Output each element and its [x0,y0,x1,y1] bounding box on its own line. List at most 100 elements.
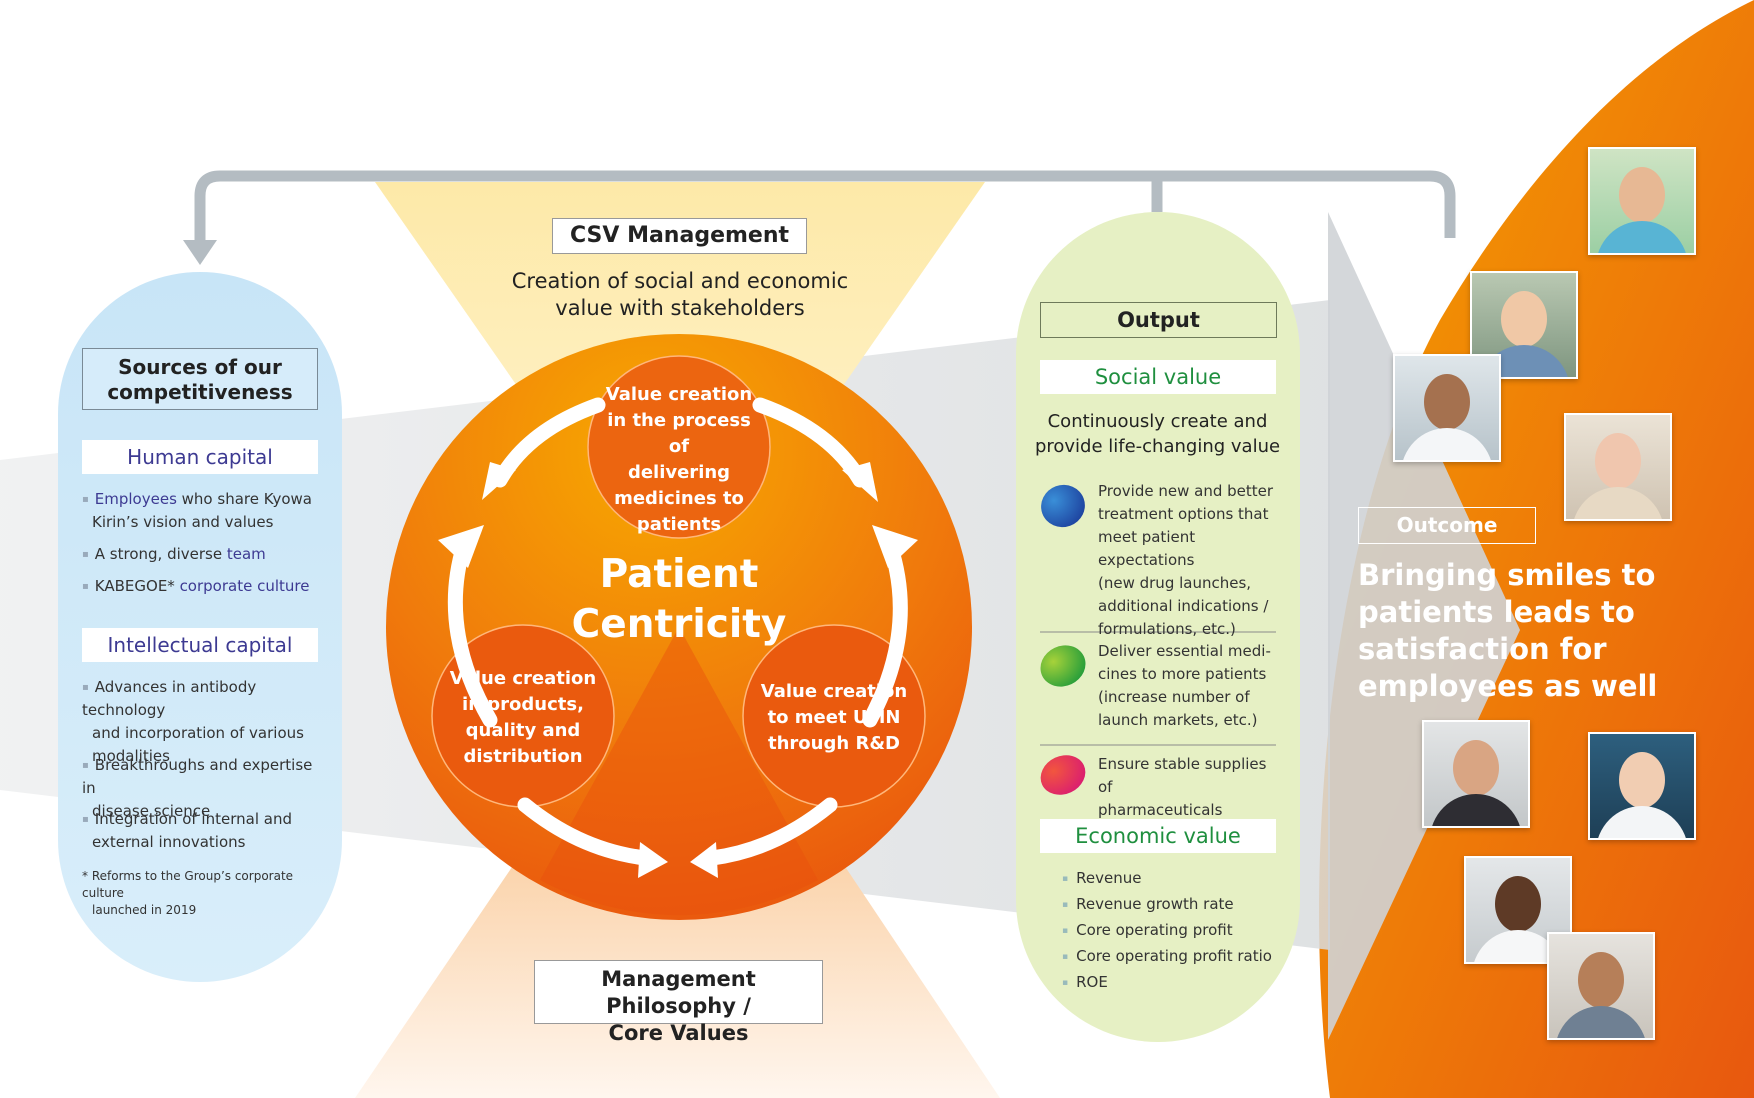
footnote-line1: Reforms to the Group’s corporate culture [82,869,294,900]
bullet-icon: ▪ [82,549,89,560]
outcome-line: employees as well [1358,669,1658,703]
social-value-item: Provide new and better treatment options… [1098,480,1283,641]
bullet-icon: ▪ [82,760,89,771]
economic-value-item: Core operating profit [1062,921,1232,939]
right-circle-line: to meet UMN [767,707,901,728]
intellectual-capital-item: ▪Advances in antibody technology and inc… [82,676,327,768]
item-line: additional indications / [1098,597,1269,615]
portrait-body [1596,221,1688,253]
portrait-photo [1422,720,1530,828]
portrait-photo [1564,413,1672,521]
portrait-photo [1588,732,1696,840]
item-line: Deliver essential medi- [1098,642,1271,660]
philosophy-line1: Management Philosophy / [601,967,756,1018]
left-circle-line: quality and [465,720,581,741]
item-text: Advances in antibody technology [82,678,257,719]
item-line: pharmaceuticals [1098,801,1223,819]
social-value-lead: Continuously create and provide life-cha… [1030,409,1285,459]
portrait-head [1424,374,1470,430]
intellectual-capital-item: ▪ Integration of internal and external in… [82,808,327,854]
economic-value-item: ROE [1062,973,1108,991]
bullet-icon: ▪ [82,814,89,825]
portrait-photo [1588,147,1696,255]
item-text: A strong, diverse [94,545,227,563]
top-circle-line: delivering [627,462,731,483]
output-title: Output [1040,302,1277,338]
bullet-icon: ▪ [82,682,89,693]
social-value-title: Social value [1040,360,1276,394]
csv-subtitle-line1: Creation of social and economic [511,269,849,293]
outcome-line: satisfaction for [1358,632,1607,666]
portrait-photo [1547,932,1655,1040]
portrait-head [1619,752,1665,808]
patient-centricity-label: Patient Centricity [530,550,828,650]
item-line: treatment options that [1098,505,1269,523]
keyword-corporate-culture: corporate culture [179,577,310,595]
left-circle-line: in products, [462,694,584,715]
sources-title-line1: Sources of our [118,355,282,379]
item-line: (increase number of [1098,688,1250,706]
item-line: cines to more patients [1098,665,1267,683]
item-text: external innovations [92,833,246,851]
top-circle-line: medicines to [614,488,744,509]
top-circle-line: Value creation [605,384,753,405]
sources-footnote: * Reforms to the Group’s corporate cultu… [82,868,332,919]
right-circle-text: Value creation to meet UMN through R&D [749,679,919,757]
social-value-lead-line1: Continuously create and [1047,411,1268,432]
portrait-head [1501,291,1547,347]
item-text: Integration of internal and [94,810,292,828]
human-capital-item: ▪ KABEGOE* corporate culture [82,575,322,598]
human-capital-item: ▪Employees who share Kyowa Kirin’s visio… [82,488,322,534]
csv-management-title: CSV Management [552,218,807,254]
left-circle-text: Value creation in products, quality and … [438,666,608,770]
csv-subtitle-line2: value with stakeholders [555,296,805,320]
item-line: meet patient expectations [1098,528,1196,569]
outcome-statement: Bringing smiles to patients leads to sat… [1358,557,1658,705]
portrait-body [1430,794,1522,826]
social-value-item: Ensure stable supplies of pharmaceutical… [1098,753,1283,822]
green-blob-icon [1040,645,1086,687]
portrait-body [1401,428,1493,460]
item-line: formulations, etc.) [1098,620,1236,638]
item-text: KABEGOE* [94,577,180,595]
item-line: Provide new and better [1098,482,1274,500]
item-text: modalities [92,747,170,765]
portrait-head [1495,876,1541,932]
portrait-body [1555,1006,1647,1038]
top-inner-circle [587,355,771,539]
left-circle-line: Value creation [449,668,597,689]
left-circle-line: distribution [463,746,583,767]
intellectual-capital-item: ▪Breakthroughs and expertise in disease … [82,754,327,823]
outcome-title: Outcome [1358,507,1536,544]
top-circle-line: patients [636,514,722,535]
item-line: (new drug launches, [1098,574,1252,592]
bullet-icon: ▪ [82,494,89,505]
right-circle-line: Value creation [760,681,908,702]
csv-subtitle: Creation of social and economic value wi… [470,268,890,322]
portrait-body [1596,806,1688,838]
blue-blob-icon [1041,484,1085,528]
philosophy-line2: Core Values [608,1021,749,1045]
right-circle-line: through R&D [768,733,900,754]
item-text: Breakthroughs and expertise in [82,756,313,797]
top-circle-line: in the process of [607,410,751,457]
outcome-line: Bringing smiles to [1358,558,1656,592]
philosophy-title: Management Philosophy / Core Values [534,960,823,1045]
bullet-icon: ▪ [82,581,89,592]
portrait-body [1572,487,1664,519]
portrait-head [1578,952,1624,1008]
patient-centricity-line2: Centricity [571,602,787,647]
portrait-head [1453,740,1499,796]
portrait-head [1619,167,1665,223]
item-line: Ensure stable supplies of [1098,755,1267,796]
keyword-employees: Employees [94,490,177,508]
item-text: disease science [92,802,211,820]
flow-arrow-head [1328,212,1520,1040]
portrait-photo [1393,354,1501,462]
item-text: who share Kyowa [176,490,312,508]
economic-value-item: Core operating profit ratio [1062,947,1272,965]
economic-value-title: Economic value [1040,819,1276,853]
feedback-arrow-head [183,240,217,265]
sources-title-line2: competitiveness [107,380,293,404]
economic-value-item: Revenue [1062,869,1141,887]
